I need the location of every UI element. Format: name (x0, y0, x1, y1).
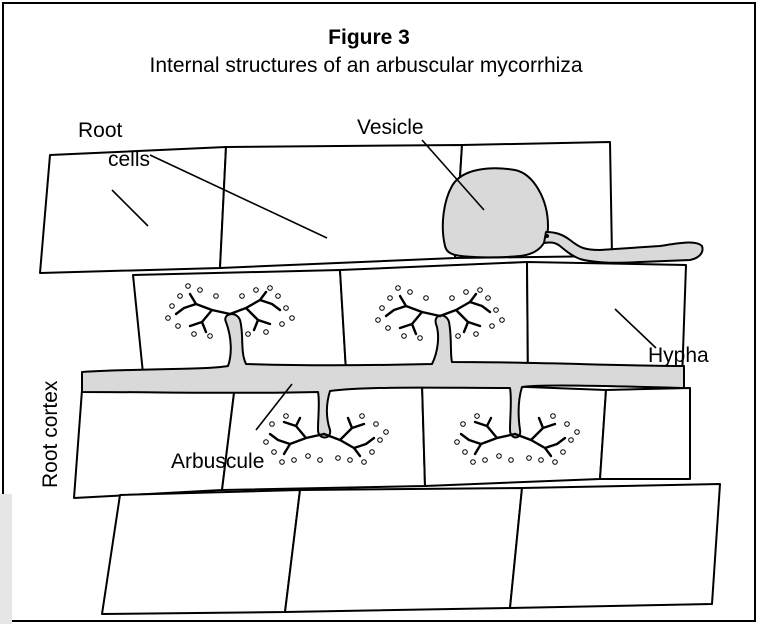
root-cell (285, 488, 522, 612)
root-cell (74, 385, 235, 498)
root-cell (220, 145, 462, 268)
label-hypha: Hypha (648, 344, 709, 367)
side-bar (0, 494, 12, 624)
vesicle-pore (545, 234, 549, 238)
root-cells-row-4 (102, 484, 720, 614)
label-root-cells-line1: Root (78, 119, 123, 142)
label-root-cells-line2: cells (108, 148, 150, 171)
label-vesicle: Vesicle (357, 116, 424, 139)
figure-subtitle: Internal structures of an arbuscular myc… (149, 54, 582, 77)
root-cell (510, 484, 720, 608)
root-cell (102, 490, 300, 614)
label-root-cortex: Root cortex (39, 380, 62, 488)
root-cell (600, 388, 690, 479)
figure-title: Figure 3 (328, 26, 410, 49)
label-arbuscule: Arbuscule (171, 450, 264, 473)
